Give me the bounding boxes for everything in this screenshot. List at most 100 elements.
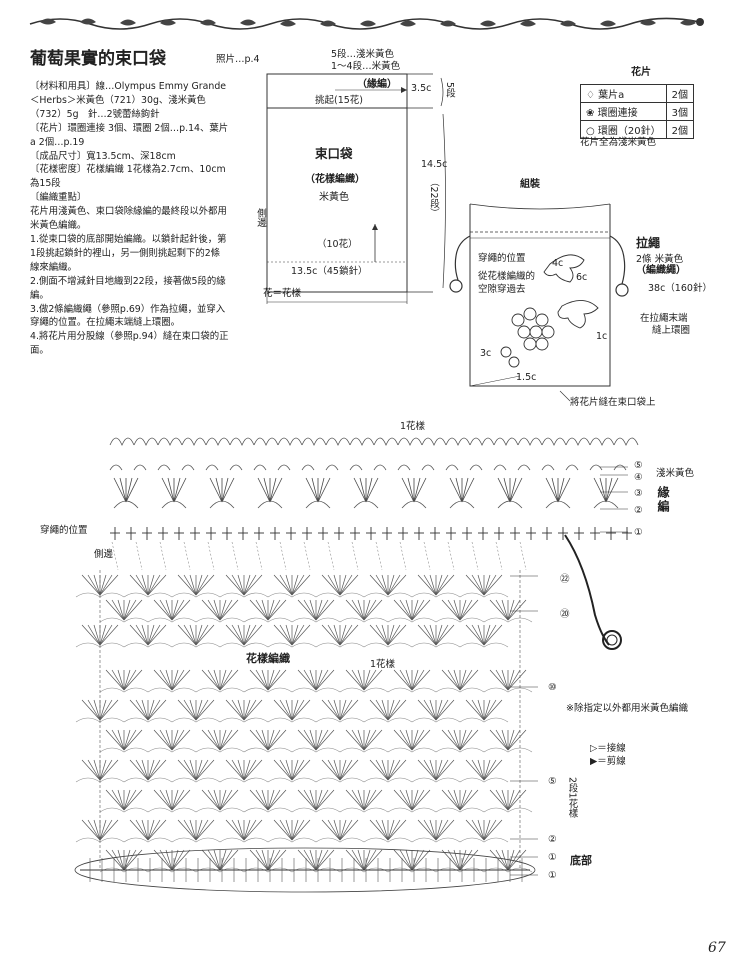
shell-stitch bbox=[339, 624, 353, 646]
shell-stitch bbox=[231, 819, 245, 841]
shell-stitch bbox=[483, 819, 497, 841]
chain-arc bbox=[171, 717, 221, 723]
shell-stitch bbox=[117, 599, 125, 621]
shell-stitch bbox=[201, 729, 221, 751]
shell-stitch bbox=[195, 624, 203, 646]
shell-stitch bbox=[483, 624, 491, 646]
chain-arc bbox=[99, 867, 149, 873]
shell-stitch bbox=[507, 729, 515, 751]
shell-stitch bbox=[171, 789, 191, 811]
chain-arc bbox=[315, 777, 365, 783]
shell-stitch bbox=[279, 699, 293, 721]
part-count: 2個 bbox=[665, 120, 695, 139]
shell-stitch bbox=[435, 759, 443, 781]
edging-picot bbox=[133, 437, 159, 447]
shell-stitch bbox=[261, 849, 269, 871]
shell-stitch bbox=[363, 849, 371, 871]
legend-flower: 花＝花樣 bbox=[263, 288, 302, 299]
shell-stitch bbox=[285, 699, 293, 721]
shell-stitch bbox=[351, 789, 365, 811]
shell-stitch bbox=[357, 599, 365, 621]
shell-stitch bbox=[135, 759, 149, 781]
edging-picot bbox=[277, 437, 303, 447]
shell-stitch bbox=[219, 599, 233, 621]
shell-stitch bbox=[261, 789, 269, 811]
shell-stitch bbox=[255, 599, 269, 621]
shell-stitch bbox=[153, 789, 173, 811]
shell-stitch bbox=[123, 849, 143, 871]
materials-line: 1段挑起鎖針的裡山，另一側則挑起剩下的2條 bbox=[30, 247, 221, 259]
shell-stitch bbox=[363, 789, 383, 811]
chain-arc bbox=[387, 617, 437, 623]
shell-stitch bbox=[195, 624, 209, 646]
edging-picot bbox=[253, 437, 279, 447]
chain-arc bbox=[219, 642, 269, 648]
edging-picot bbox=[469, 437, 495, 447]
drawstring-position-label: 穿繩的位置 bbox=[40, 525, 88, 536]
materials-line: 〔編織重點〕 bbox=[30, 192, 87, 204]
shell-stitch bbox=[363, 669, 377, 691]
chain-arc bbox=[147, 807, 197, 813]
shell-stitch bbox=[99, 574, 113, 596]
body-rows: （22段） bbox=[428, 177, 439, 218]
edging-fan-stitch bbox=[557, 477, 565, 503]
chain-arc bbox=[411, 592, 461, 598]
edging-fan-stitch bbox=[215, 477, 223, 503]
shell-stitch bbox=[471, 759, 485, 781]
shell-stitch bbox=[171, 599, 179, 621]
guide-dashed-line bbox=[279, 541, 287, 571]
shell-stitch bbox=[375, 624, 389, 646]
shell-stitch bbox=[339, 699, 353, 721]
shell-stitch bbox=[243, 759, 263, 781]
edging-arch bbox=[449, 500, 475, 509]
shell-stitch bbox=[147, 574, 161, 596]
pickup-label: 挑起(15花) bbox=[315, 95, 364, 106]
materials-line: 為15段 bbox=[30, 178, 61, 190]
bottom-label: 底部 bbox=[570, 854, 592, 867]
parts-title: 花片 bbox=[631, 67, 651, 78]
shell-stitch bbox=[507, 729, 527, 751]
shell-stitch bbox=[483, 699, 503, 721]
shell-stitch bbox=[285, 819, 293, 841]
chain-arc bbox=[123, 837, 173, 843]
edging-chain-loop bbox=[325, 464, 339, 471]
shell-stitch bbox=[459, 599, 479, 621]
shell-stitch bbox=[219, 849, 239, 871]
shell-stitch bbox=[429, 699, 437, 721]
shell-stitch bbox=[123, 849, 131, 871]
materials-line: 1.從束口袋的底部開始編織。以鎖針起針後，第 bbox=[30, 233, 227, 245]
edging-fan-stitch bbox=[461, 477, 475, 503]
shell-stitch bbox=[387, 624, 401, 646]
chain-arc bbox=[387, 867, 437, 873]
chain-arc bbox=[339, 867, 389, 873]
chain-arc bbox=[195, 747, 245, 753]
chain-arc bbox=[99, 747, 149, 753]
chain-arc bbox=[315, 717, 365, 723]
shell-stitch bbox=[357, 669, 365, 691]
shell-stitch bbox=[81, 624, 101, 646]
shell-stitch bbox=[237, 819, 245, 841]
shell-stitch bbox=[267, 729, 275, 751]
shell-stitch bbox=[261, 669, 269, 691]
edging-picot bbox=[541, 437, 567, 447]
materials-line: 〔花片〕環圈連接 3個、環圈 2個…p.14、葉片 bbox=[30, 122, 229, 134]
edging-picot bbox=[109, 437, 135, 447]
width-label: 13.5c（45鎖針） bbox=[291, 266, 368, 277]
shell-stitch bbox=[213, 789, 221, 811]
edging-fan-stitch bbox=[449, 477, 463, 503]
shell-stitch bbox=[297, 849, 317, 871]
shell-stitch bbox=[363, 729, 383, 751]
shell-stitch bbox=[159, 789, 173, 811]
shell-stitch bbox=[147, 759, 161, 781]
edging-fan-stitch bbox=[413, 477, 421, 503]
shell-stitch bbox=[393, 789, 413, 811]
shell-stitch bbox=[465, 819, 485, 841]
shell-stitch bbox=[411, 849, 431, 871]
shell-stitch bbox=[453, 789, 461, 811]
row-marker: ② bbox=[634, 505, 643, 516]
shell-stitch bbox=[249, 729, 269, 751]
shell-stitch bbox=[435, 699, 443, 721]
chain-arc bbox=[243, 687, 293, 693]
chain-arc bbox=[483, 617, 533, 623]
shell-stitch bbox=[489, 669, 509, 691]
